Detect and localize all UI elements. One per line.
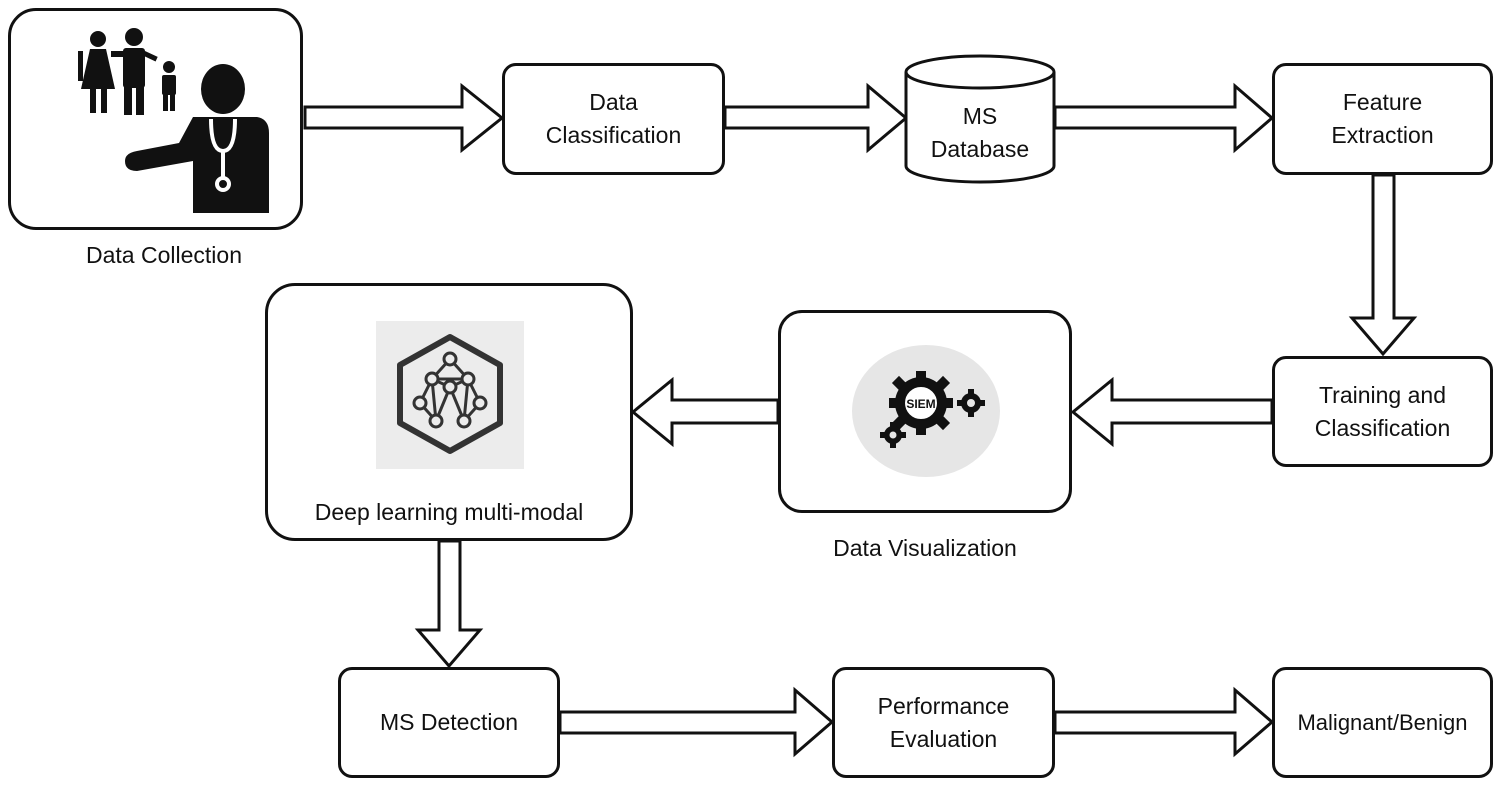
siem-gears-icon: SIEM: [852, 345, 1000, 477]
feature-extraction-node: Feature Extraction: [1272, 63, 1493, 175]
arrow-collection-to-classification: [303, 82, 505, 154]
malignant-benign-node: Malignant/Benign: [1272, 667, 1493, 778]
arrow-visualization-to-deeplearning: [630, 376, 780, 448]
arrow-performance-to-outcome: [1053, 686, 1275, 758]
ms-database-label: MS Database: [930, 103, 1030, 162]
arrow-deeplearning-to-detection: [414, 539, 484, 669]
performance-evaluation-node: Performance Evaluation: [832, 667, 1055, 778]
arrow-database-to-feature: [1053, 82, 1275, 154]
arrow-classification-to-database: [723, 82, 909, 154]
data-collection-label: Data Collection: [86, 242, 242, 268]
doctor-family-icon: [78, 28, 269, 213]
data-visualization-label: Data Visualization: [833, 535, 1017, 561]
arrow-training-to-visualization: [1070, 376, 1274, 448]
neural-network-hexagon-icon: [376, 321, 524, 469]
ms-database-cylinder: [904, 54, 1056, 184]
siem-icon-text: SIEM: [906, 397, 935, 411]
data-collection-node: [8, 8, 303, 230]
data-classification-node: Data Classification: [502, 63, 725, 175]
deep-learning-label: Deep learning multi-modal: [314, 499, 584, 525]
arrow-detection-to-performance: [558, 686, 835, 758]
ms-detection-node: MS Detection: [338, 667, 560, 778]
training-classification-node: Training and Classification: [1272, 356, 1493, 467]
data-visualization-node: SIEM: [778, 310, 1072, 513]
deep-learning-node: Deep learning multi-modal: [265, 283, 633, 541]
arrow-feature-to-training: [1348, 173, 1418, 357]
